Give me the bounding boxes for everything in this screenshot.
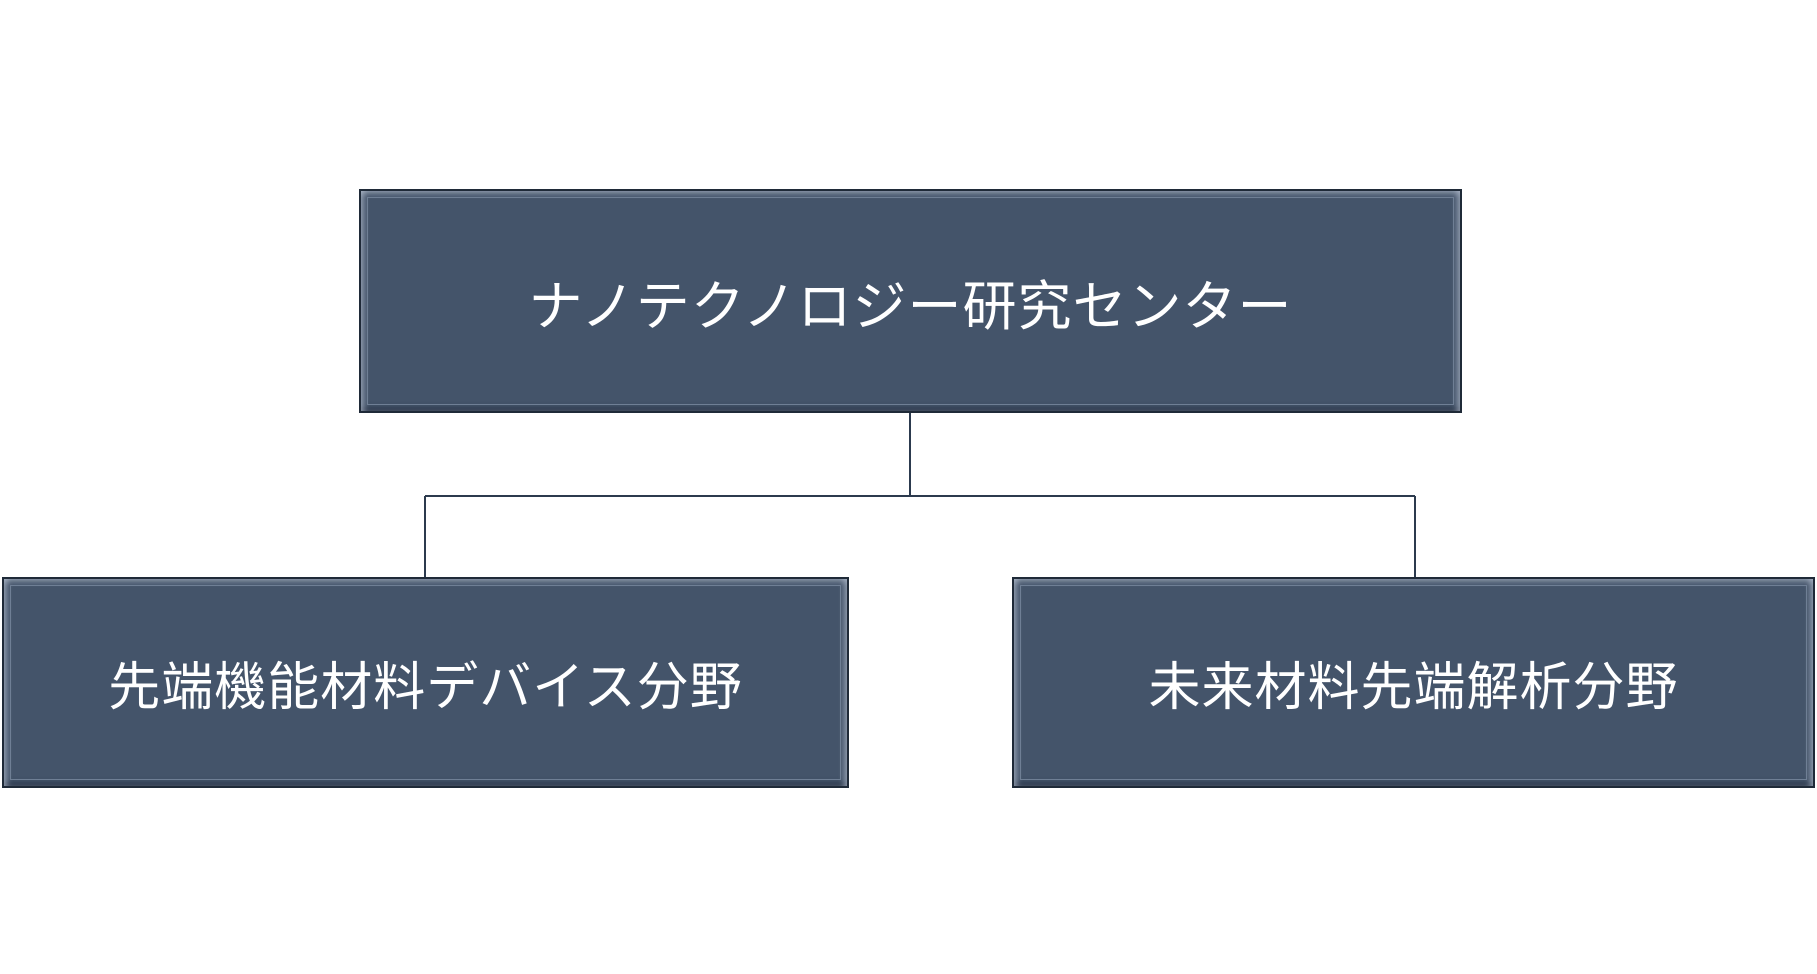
org-node-root-label: ナノテクノロジー研究センター	[528, 274, 1293, 338]
org-node-child-right: 未来材料先端解析分野	[1012, 577, 1815, 788]
org-node-root: ナノテクノロジー研究センター	[359, 189, 1462, 413]
org-node-child-right-label: 未来材料先端解析分野	[1148, 658, 1679, 718]
org-node-child-left-label: 先端機能材料デバイス分野	[108, 658, 743, 718]
org-node-child-left: 先端機能材料デバイス分野	[2, 577, 849, 788]
